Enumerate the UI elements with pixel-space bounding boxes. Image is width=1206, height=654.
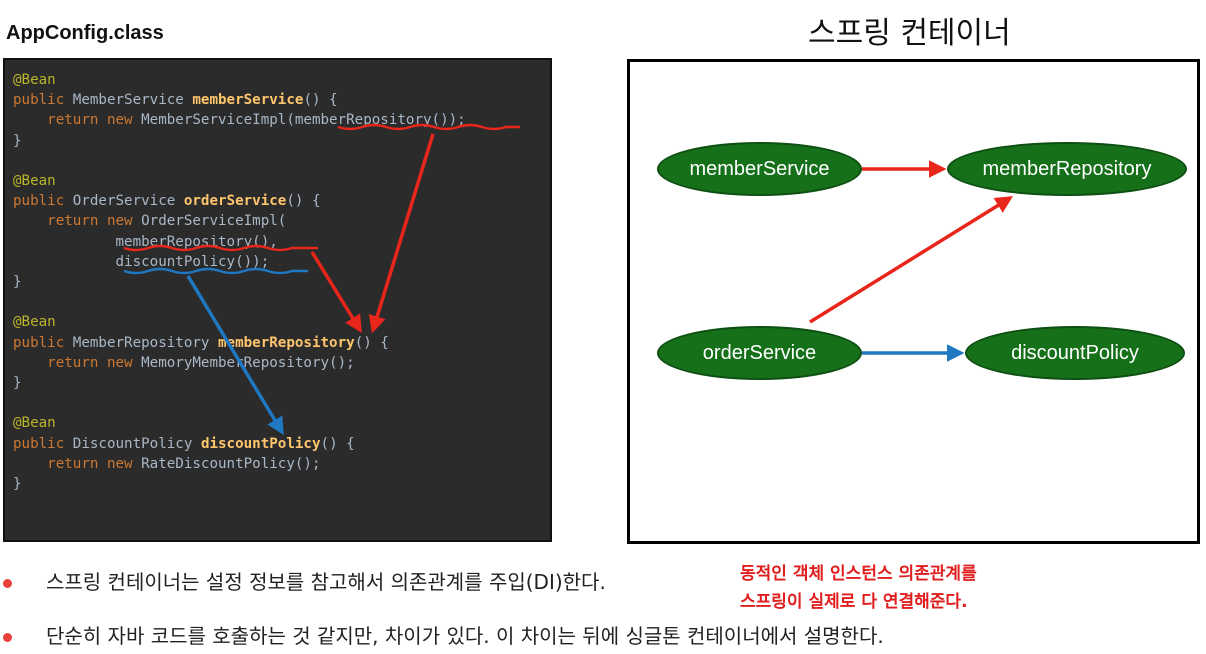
highlight-note: 동적인 객체 인스턴스 의존관계를 스프링이 실제로 다 연결해준다. xyxy=(740,560,977,616)
keyword-return: return xyxy=(47,213,99,230)
method-name: memberService xyxy=(192,92,304,109)
keyword-new: new xyxy=(106,213,133,230)
file-title: AppConfig.class xyxy=(6,22,164,44)
signature-suffix: () { xyxy=(354,334,389,351)
keyword-return: return xyxy=(47,455,99,472)
keyword-public: public xyxy=(13,92,65,109)
note-line: 동적인 객체 인스턴스 의존관계를 xyxy=(740,564,977,584)
impl-call: OrderServiceImpl( xyxy=(141,213,287,230)
return-type: OrderService xyxy=(72,193,176,210)
bullet-text: 단순히 자바 코드를 호출하는 것 같지만, 차이가 있다. 이 차이는 뒤에 … xyxy=(46,624,884,648)
code-panel: @Bean public MemberService memberService… xyxy=(3,58,552,542)
keyword-new: new xyxy=(106,354,133,371)
return-type: MemberRepository xyxy=(72,334,210,351)
keyword-return: return xyxy=(47,112,99,129)
impl-call: MemberServiceImpl(memberRepository()); xyxy=(141,112,466,129)
keyword-return: return xyxy=(47,354,99,371)
signature-suffix: () { xyxy=(286,193,321,210)
keyword-new: new xyxy=(106,112,133,129)
closing-brace: } xyxy=(13,132,22,149)
method-name: discountPolicy xyxy=(200,435,321,452)
bean-order-service: orderService xyxy=(657,326,862,380)
argument-discount-policy: discountPolicy()); xyxy=(115,253,270,270)
bean-annotation: @Bean xyxy=(13,415,56,432)
container-title: 스프링 컨테이너 xyxy=(808,16,1011,51)
argument-member-repository: memberRepository(), xyxy=(115,233,278,250)
bean-annotation: @Bean xyxy=(13,314,56,331)
spring-container-box xyxy=(627,59,1200,544)
bean-member-service: memberService xyxy=(657,142,862,196)
bean-annotation: @Bean xyxy=(13,173,56,190)
method-name: memberRepository xyxy=(218,334,355,351)
closing-brace: } xyxy=(13,274,22,291)
return-type: MemberService xyxy=(72,92,184,109)
impl-call: RateDiscountPolicy(); xyxy=(141,455,321,472)
keyword-public: public xyxy=(13,193,65,210)
bullet-text: 스프링 컨테이너는 설정 정보를 참고해서 의존관계를 주입(DI)한다. xyxy=(46,570,606,594)
keyword-public: public xyxy=(13,334,65,351)
note-line: 스프링이 실제로 다 연결해준다. xyxy=(740,592,968,612)
code-block: @Bean public MemberService memberService… xyxy=(13,70,466,494)
keyword-new: new xyxy=(106,455,133,472)
method-name: orderService xyxy=(183,193,287,210)
bullet-dot-icon xyxy=(3,579,12,588)
bean-annotation: @Bean xyxy=(13,72,56,88)
closing-brace: } xyxy=(13,375,22,392)
bean-member-repository: memberRepository xyxy=(947,142,1187,196)
bean-discount-policy: discountPolicy xyxy=(965,326,1185,380)
bullet-dot-icon xyxy=(3,633,12,642)
closing-brace: } xyxy=(13,476,22,493)
signature-suffix: () { xyxy=(303,92,338,109)
return-type: DiscountPolicy xyxy=(72,435,193,452)
impl-call: MemoryMemberRepository(); xyxy=(141,354,355,371)
keyword-public: public xyxy=(13,435,65,452)
signature-suffix: () { xyxy=(320,435,355,452)
